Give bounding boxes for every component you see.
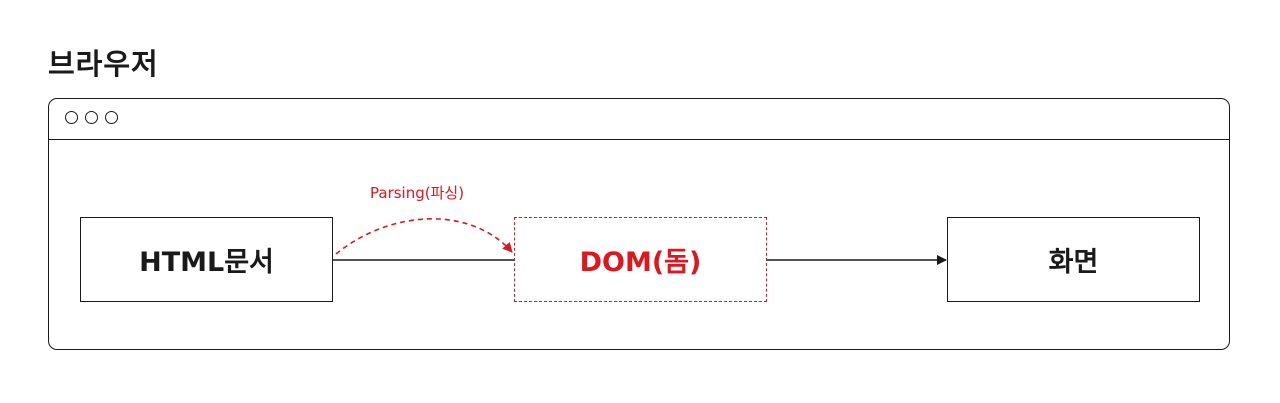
node-html-document: HTML문서 [80,217,333,302]
node-dom-label: DOM(돔) [579,247,702,278]
node-screen: 화면 [947,217,1200,302]
window-dot-icon [65,111,78,124]
parsing-label: Parsing(파싱) [370,184,465,202]
parsing-arrow [335,218,513,255]
node-html-document-label: HTML문서 [139,247,274,278]
window-dot-icon [105,111,118,124]
page-title: 브라우저 [48,47,159,81]
node-screen-label: 화면 [1048,247,1099,278]
browser-window [48,98,1230,350]
browser-title-bar [49,99,1229,140]
window-dot-icon [85,111,98,124]
node-dom: DOM(돔) [514,217,767,302]
